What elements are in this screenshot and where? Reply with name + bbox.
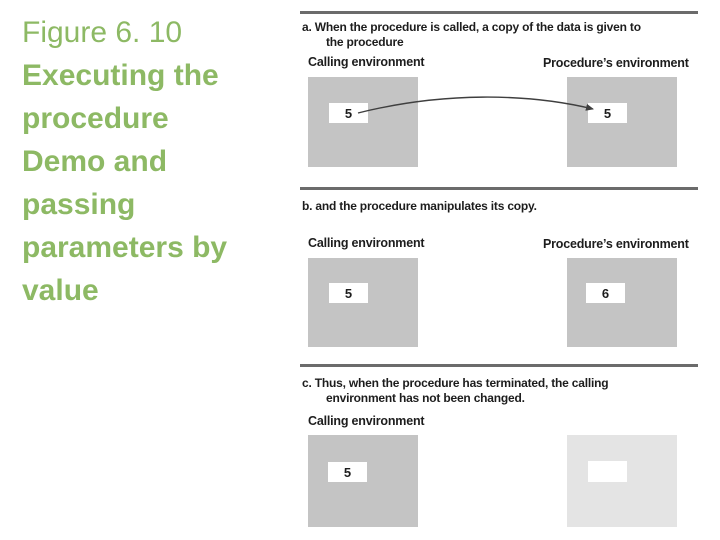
panel-caption-text: environment has not been changed. <box>326 391 525 405</box>
panel-letter: c. <box>302 376 312 390</box>
value-cell: 5 <box>329 283 368 303</box>
calling-environment-label: Calling environment <box>308 414 425 428</box>
separator-line <box>300 187 698 190</box>
value-text: 5 <box>344 105 353 121</box>
panel-caption-text: When the procedure is called, a copy of … <box>314 20 641 34</box>
value-cell: 5 <box>588 103 627 123</box>
panel-caption-text: and the procedure manipulates its copy. <box>315 199 537 213</box>
value-text: 6 <box>601 285 610 301</box>
calling-environment-label: Calling environment <box>308 55 425 69</box>
panel-letter: b. <box>302 199 313 213</box>
panel-caption-text: Thus, when the procedure has terminated,… <box>314 376 609 390</box>
figure-title-block: Figure 6. 10 Executing the procedure Dem… <box>22 11 227 312</box>
figure-title-line: Executing the <box>22 59 219 92</box>
copy-arrow-icon <box>357 96 594 114</box>
figure-title-line: value <box>22 274 99 307</box>
panel-caption-text: the procedure <box>326 35 404 49</box>
value-text: 5 <box>343 464 352 480</box>
figure-label: Figure 6. 10 <box>22 16 183 49</box>
figure-title-line: parameters by <box>22 231 228 264</box>
value-cell-empty <box>588 461 627 482</box>
value-cell: 5 <box>328 462 367 482</box>
panel-b-caption: b. and the procedure manipulates its cop… <box>302 199 537 214</box>
value-cell: 5 <box>329 103 368 123</box>
procedure-environment-label: Procedure’s environment <box>543 237 689 251</box>
procedure-environment-label: Procedure’s environment <box>543 56 689 70</box>
calling-environment-label: Calling environment <box>308 236 425 250</box>
figure-title-line: procedure <box>22 102 169 135</box>
value-text: 5 <box>344 285 353 301</box>
value-cell: 6 <box>586 283 625 303</box>
panel-a-caption: a. When the procedure is called, a copy … <box>302 20 641 50</box>
value-text: 5 <box>603 105 612 121</box>
panel-c-caption: c. Thus, when the procedure has terminat… <box>302 376 609 406</box>
separator-line <box>300 364 698 367</box>
figure-title-line: passing <box>22 188 136 221</box>
figure-title-line: Demo and <box>22 145 168 178</box>
panel-letter: a. <box>302 20 312 34</box>
separator-line <box>300 11 698 14</box>
